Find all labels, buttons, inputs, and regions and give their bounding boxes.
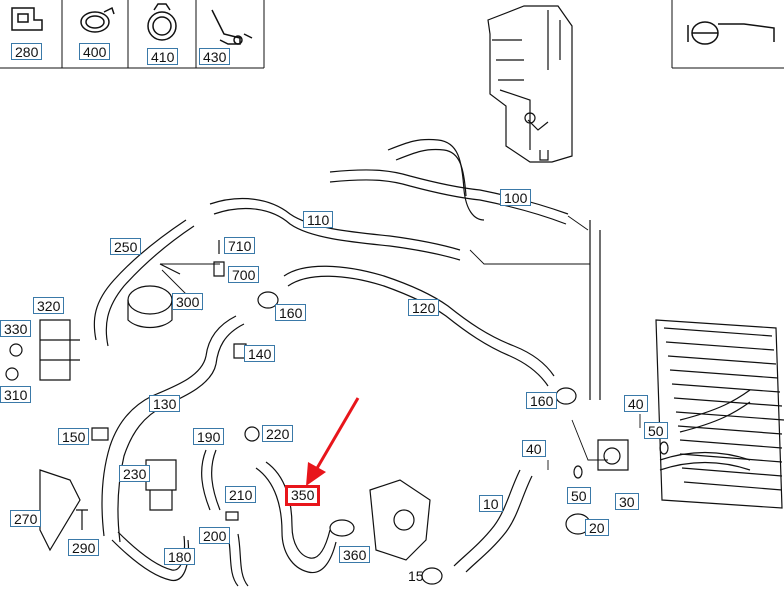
callout-360[interactable]: 360	[339, 546, 371, 563]
callout-160-upper[interactable]: 160	[275, 304, 307, 321]
callout-120[interactable]: 120	[408, 299, 440, 316]
hose-clamp-icon	[147, 3, 177, 41]
callout-150[interactable]: 150	[58, 428, 90, 445]
callout-350-highlighted[interactable]: 350	[285, 485, 321, 506]
callout-300[interactable]: 300	[172, 293, 204, 310]
callout-100[interactable]: 100	[500, 189, 532, 206]
diagram-symbol-icon	[687, 21, 775, 45]
callout-30[interactable]: 30	[615, 493, 639, 510]
leader-lines	[160, 215, 641, 470]
callout-210[interactable]: 210	[225, 486, 257, 503]
callout-180[interactable]: 180	[164, 548, 196, 565]
callout-140[interactable]: 140	[244, 345, 276, 362]
callout-200[interactable]: 200	[199, 527, 231, 544]
callout-160-lower[interactable]: 160	[526, 392, 558, 409]
bracket-icon	[11, 7, 43, 31]
header-thumbnail-strip	[0, 0, 784, 69]
callout-710[interactable]: 710	[224, 237, 256, 254]
callout-310[interactable]: 310	[0, 386, 32, 403]
callout-15[interactable]: 15	[408, 568, 424, 584]
callout-10[interactable]: 10	[479, 495, 503, 512]
callout-700[interactable]: 700	[228, 266, 260, 283]
callout-270[interactable]: 270	[10, 510, 42, 527]
callout-50-right[interactable]: 50	[644, 422, 668, 439]
clip-bracket-icon	[211, 9, 253, 45]
callout-40-right[interactable]: 40	[624, 395, 648, 412]
callout-400[interactable]: 400	[79, 43, 111, 60]
callout-110[interactable]: 110	[303, 211, 334, 228]
callout-230[interactable]: 230	[119, 465, 151, 482]
hose-lines	[93, 89, 751, 587]
callout-250[interactable]: 250	[110, 238, 142, 255]
callout-430[interactable]: 430	[199, 48, 231, 65]
callout-20[interactable]: 20	[585, 519, 609, 536]
callout-50-left[interactable]: 50	[567, 487, 591, 504]
callout-40-left[interactable]: 40	[522, 440, 546, 457]
callout-410[interactable]: 410	[147, 48, 179, 65]
callout-290[interactable]: 290	[68, 539, 100, 556]
callout-220[interactable]: 220	[262, 425, 294, 442]
callout-320[interactable]: 320	[33, 297, 65, 314]
highlight-arrow	[306, 397, 360, 486]
hose-clamp-icon	[80, 6, 115, 33]
callout-280[interactable]: 280	[11, 43, 43, 60]
callout-330[interactable]: 330	[0, 320, 32, 337]
expansion-tank-drawing	[487, 5, 573, 163]
callout-130[interactable]: 130	[149, 395, 181, 412]
heater-core-drawing	[655, 319, 784, 509]
callout-190[interactable]: 190	[193, 428, 225, 445]
